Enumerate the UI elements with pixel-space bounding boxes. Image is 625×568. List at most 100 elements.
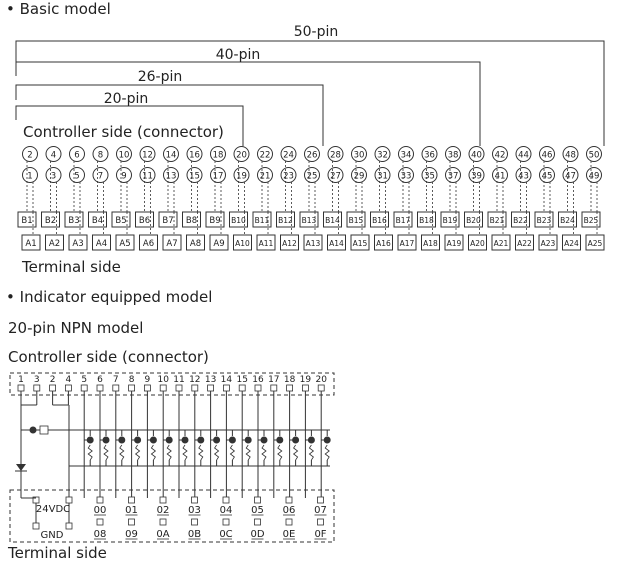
top-pin-square: [207, 384, 215, 392]
a-terminal-label: A7: [166, 239, 177, 249]
even-pin-label: 50: [589, 151, 600, 161]
a-terminal-label: A9: [213, 239, 224, 249]
a-terminal-box: [562, 234, 581, 251]
even-pin-circle: [398, 146, 414, 162]
channel-led-icon: [181, 436, 189, 444]
a-terminal-box: [444, 234, 464, 251]
terminal-square: [317, 518, 324, 526]
heading-indicator-model: • Indicator equipped model: [6, 288, 212, 306]
even-pin-circle: [586, 146, 602, 162]
upper-terminal-label: 01: [125, 505, 138, 516]
odd-pin-label: 35: [424, 172, 435, 182]
even-pin-circle: [257, 146, 273, 162]
odd-pin-circle: [233, 167, 250, 183]
terminal-square: [222, 496, 230, 504]
a-terminal-label: A15: [353, 239, 368, 248]
a-terminal-box: [397, 234, 417, 251]
terminal-side-label-npn: Terminal side: [8, 544, 107, 562]
even-pin-circle: [468, 146, 485, 162]
even-pin-label: 40: [471, 151, 482, 161]
b-terminal-label: B7: [162, 216, 173, 226]
b-terminal-label: B24: [560, 216, 575, 225]
odd-pin-circle: [398, 167, 414, 183]
b-terminal-box: [276, 211, 295, 228]
a-terminal-box: [256, 234, 276, 251]
a-terminal-box: [115, 234, 135, 251]
channel-resistor: [166, 444, 172, 461]
odd-pin-circle: [445, 167, 461, 183]
a-terminal-label: A10: [235, 239, 250, 248]
b-terminal-label: B20: [466, 216, 481, 225]
b-terminal-label: B6: [139, 216, 150, 226]
channel-resistor: [261, 444, 267, 461]
terminal-square: [222, 518, 230, 526]
even-pin-label: 36: [424, 151, 435, 161]
even-pin-circle: [351, 146, 367, 162]
b-terminal-label: B9: [209, 216, 220, 226]
even-pin-circle: [69, 146, 85, 162]
top-pin-label: 11: [173, 375, 184, 385]
indicator-model-title: Indicator equipped model: [19, 288, 213, 306]
channel-led-icon: [276, 436, 284, 444]
gnd-label: GND: [41, 530, 64, 541]
b-terminal-label: B23: [537, 216, 552, 225]
channel-resistor: [182, 444, 188, 461]
b-terminal-label: B15: [349, 216, 364, 225]
b-terminal-label: B11: [255, 216, 270, 225]
b-terminal-box: [252, 211, 272, 228]
top-pin-square: [191, 384, 199, 392]
b-terminal-label: B21: [490, 216, 505, 225]
a-terminal-label: A8: [190, 239, 201, 249]
pin-count-brackets: [15, 40, 605, 146]
top-pin-label: 2: [50, 375, 56, 385]
top-pin-label: 9: [145, 375, 151, 385]
a-terminal-box: [491, 234, 511, 251]
channel-resistor: [213, 444, 220, 461]
b-terminal-box: [205, 211, 225, 228]
bracket-26-pin: [15, 84, 324, 146]
terminal-square: [254, 518, 261, 526]
channel-resistor: [87, 444, 93, 461]
odd-pin-label: 3: [51, 172, 56, 182]
channel-led-icon: [134, 436, 142, 444]
b-terminal-box: [88, 211, 107, 228]
top-pin-label: 17: [268, 375, 279, 385]
even-pin-circle: [233, 146, 250, 162]
a-terminal-label: A18: [423, 239, 438, 248]
even-pin-circle: [562, 146, 579, 162]
bullet: •: [6, 0, 15, 18]
b-terminal-box: [135, 211, 154, 228]
top-pin-label: 20: [315, 375, 327, 385]
even-pin-circle: [186, 146, 203, 162]
top-pin-square: [80, 384, 88, 392]
a-terminal-label: A21: [494, 239, 509, 248]
even-pin-circle: [515, 146, 532, 162]
diode-icon: [16, 464, 26, 471]
odd-pin-label: 31: [377, 172, 388, 182]
a-terminal-label: A17: [400, 239, 415, 248]
top-pin-square: [65, 384, 72, 392]
bracket-label-50-pin: 50-pin: [294, 24, 339, 40]
odd-pin-circle: [210, 167, 226, 183]
a-terminal-label: A14: [329, 239, 344, 248]
b-terminal-box: [346, 211, 366, 228]
a-terminal-label: A6: [143, 239, 154, 249]
bullet: •: [6, 288, 15, 306]
even-pin-label: 42: [495, 151, 506, 161]
terminal-square: [191, 496, 198, 504]
top-pin-label: 3: [34, 375, 40, 385]
top-pin-square: [238, 384, 246, 392]
even-pin-circle: [163, 146, 179, 162]
a-terminal-box: [209, 234, 229, 251]
odd-pin-circle: [186, 167, 203, 183]
connector-pins: 21B1A143B2A265B3A387B4A4109B5A51211B6A61…: [17, 146, 605, 251]
b-terminal-box: [41, 211, 60, 228]
channel-resistor: [292, 444, 299, 461]
b-terminal-box: [370, 211, 389, 228]
channel-resistor: [308, 444, 315, 461]
even-pin-circle: [304, 146, 320, 162]
top-pin-square: [17, 384, 25, 392]
even-pin-circle: [139, 146, 156, 162]
